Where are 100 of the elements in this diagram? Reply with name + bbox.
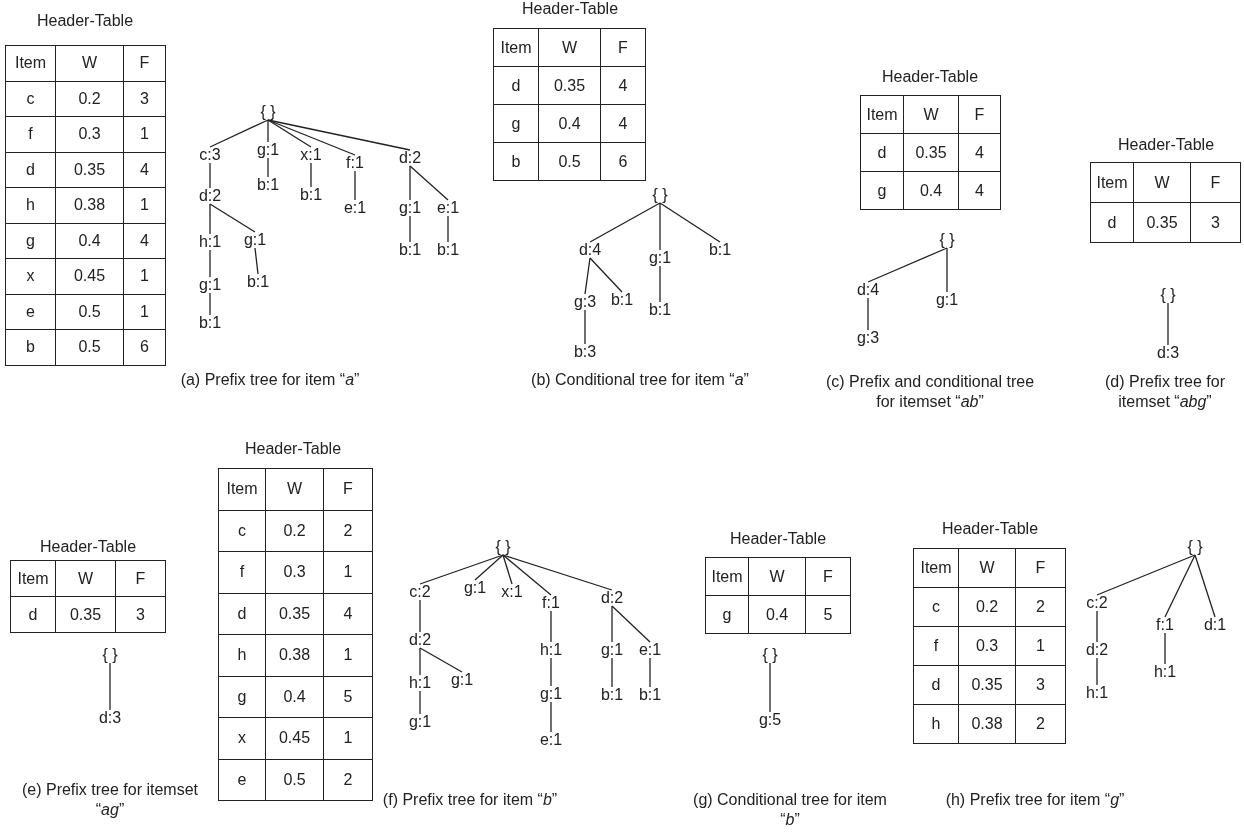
figure-caption: (g) Conditional tree for item “b” [692, 790, 888, 830]
column-header: F [1015, 548, 1066, 588]
table-cell: b [5, 329, 56, 366]
tree-node-label: b:1 [647, 301, 673, 319]
tree-edge [354, 170, 356, 201]
table-cell: 3 [115, 596, 166, 633]
root-node-label: { } [1186, 538, 1204, 556]
tree-edge [209, 162, 211, 189]
tree-edge [1164, 632, 1166, 665]
tree-node-label: e:1 [538, 731, 564, 749]
tree-node-label: c:2 [1085, 594, 1109, 612]
tree-edge [419, 647, 463, 673]
tree-edge [1167, 302, 1169, 346]
tree-edge [1194, 554, 1216, 618]
tree-edge [419, 690, 421, 715]
tree-node-label: h:1 [1152, 663, 1178, 681]
table-title: Header-Table [36, 12, 134, 30]
tree-node-label: d:4 [855, 281, 881, 299]
tree-node-label: b:3 [572, 343, 598, 361]
tree-edge [589, 257, 623, 293]
tree-node-label: d:2 [1084, 641, 1110, 659]
column-header: F [958, 95, 1001, 134]
tree-node-label: b:1 [245, 273, 271, 291]
tree-node-label: g:1 [255, 141, 281, 159]
tree-node-label: b:1 [599, 686, 625, 704]
tree-node-label: b:1 [298, 186, 324, 204]
tree-node-label: d:2 [397, 149, 423, 167]
table-title: Header-Table [521, 0, 619, 18]
tree-node-label: x:1 [500, 583, 524, 601]
tree-edge [550, 610, 552, 643]
tree-edge [254, 247, 259, 275]
column-header: F [115, 560, 166, 597]
tree-node-label: b:1 [637, 686, 663, 704]
tree-edge [310, 162, 312, 188]
tree-node-label: c:2 [408, 583, 432, 601]
tree-edge [502, 554, 513, 585]
tree-node-label: g:1 [197, 276, 223, 294]
table-title: Header-Table [1117, 136, 1215, 154]
tree-edge [611, 605, 651, 643]
column-header: F [323, 468, 373, 511]
tree-node-label: g:3 [572, 293, 598, 311]
tree-edge [209, 119, 269, 148]
tree-node-label: g:3 [855, 329, 881, 347]
tree-node-label: b:1 [255, 176, 281, 194]
tree-node-label: g:1 [934, 291, 960, 309]
column-header: Item [10, 560, 56, 597]
tree-node-label: h:1 [407, 674, 433, 692]
column-header: Item [5, 45, 56, 82]
root-node-label: { } [101, 646, 119, 664]
tree-edge [109, 662, 111, 711]
figure-caption: (d) Prefix tree for itemset “abg” [1104, 372, 1226, 412]
column-header: Item [913, 548, 959, 588]
tree-node-label: f:1 [1155, 616, 1175, 634]
table-cell: b [493, 142, 539, 181]
table-cell: 3 [1190, 202, 1241, 243]
tree-edge [1164, 554, 1196, 618]
tree-node-label: h:1 [1084, 684, 1110, 702]
tree-edge [1096, 657, 1098, 686]
tree-edge [209, 203, 256, 233]
column-header: F [805, 557, 851, 596]
tree-node-label: b:1 [435, 241, 461, 259]
tree-edge [659, 202, 721, 243]
tree-node-label: d:3 [1155, 344, 1181, 362]
tree-node-label: b:1 [397, 241, 423, 259]
tree-edge [209, 249, 211, 278]
tree-edge [267, 157, 269, 178]
tree-node-label: d:2 [407, 631, 433, 649]
tree-edge [409, 215, 411, 243]
tree-edge [474, 554, 504, 581]
tree-node-label: g:1 [599, 641, 625, 659]
tree-edge [550, 701, 552, 733]
tree-node-label: d:4 [577, 241, 603, 259]
tree-edge [447, 215, 449, 243]
tree-edge [419, 599, 421, 633]
table-cell: g [705, 595, 749, 634]
tree-node-label: d:2 [599, 589, 625, 607]
table-cell: g [860, 171, 904, 210]
column-header: F [600, 28, 646, 67]
root-node-label: { } [938, 231, 956, 249]
tree-node-label: d:2 [197, 187, 223, 205]
figure-caption: (f) Prefix tree for item “b” [381, 790, 559, 810]
tree-edge [611, 605, 613, 643]
figure-caption: (h) Prefix tree for item “g” [944, 790, 1126, 810]
table-cell: e [218, 758, 266, 801]
table-cell: d [10, 596, 56, 633]
tree-node-label: h:1 [538, 641, 564, 659]
root-node-label: { } [1159, 286, 1177, 304]
tree-node-label: g:1 [462, 579, 488, 597]
tree-edge [550, 657, 552, 687]
table-cell: 6 [600, 142, 646, 181]
figure-caption: (a) Prefix tree for item “a” [179, 370, 361, 390]
column-header: Item [493, 28, 539, 67]
column-header: Item [218, 468, 266, 511]
table-title: Header-Table [729, 530, 827, 548]
tree-edge [867, 297, 869, 331]
figure-caption: (c) Prefix and conditional tree for itemset “ab” [824, 372, 1036, 412]
tree-node-label: e:1 [435, 199, 461, 217]
tree-edge [1096, 554, 1196, 596]
tree-edge [769, 662, 771, 713]
root-node-label: { } [259, 103, 277, 121]
